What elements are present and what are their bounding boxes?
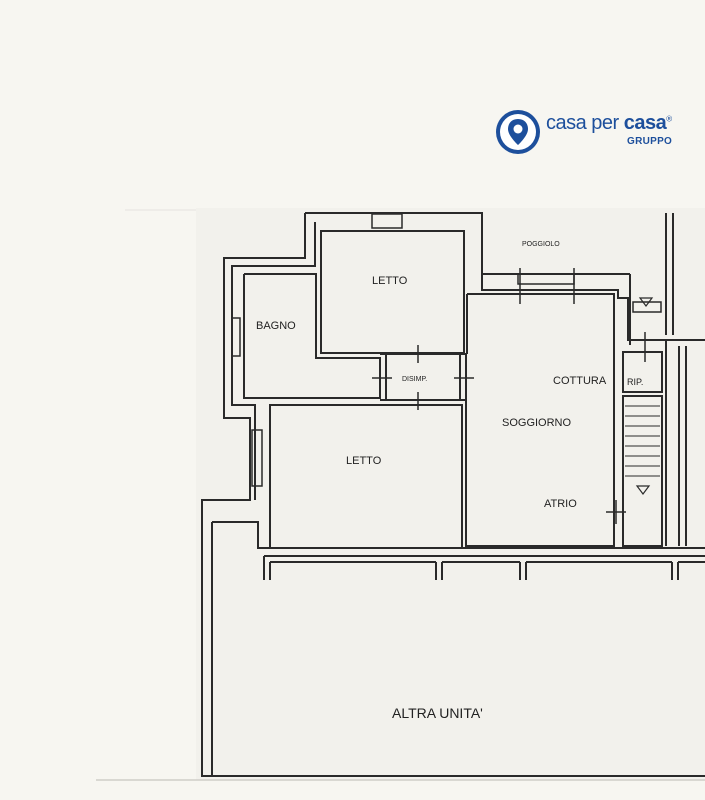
logo-brand-prefix: casa per xyxy=(546,112,619,134)
room-label-ripostiglio: RIP. xyxy=(627,377,643,387)
logo-brand-text: casa per casa® xyxy=(546,112,672,135)
room-label-cottura: COTTURA xyxy=(553,375,607,387)
room-label-soggiorno: SOGGIORNO xyxy=(502,417,572,429)
room-label-altra-unita: ALTRA UNITA' xyxy=(392,705,483,721)
room-label-disimpegno: DISIMP. xyxy=(402,376,427,383)
stair-arrow-icon xyxy=(638,297,654,307)
room-label-poggiolo: POGGIOLO xyxy=(522,241,560,248)
logo-brand-suffix: casa xyxy=(623,112,667,134)
stair-arrow-icon xyxy=(635,485,651,495)
company-logo: casa per casa® GRUPPO xyxy=(494,106,694,162)
plan-sheet xyxy=(196,208,705,780)
room-label-letto-top: LETTO xyxy=(372,275,408,287)
logo-subtitle: GRUPPO xyxy=(627,136,673,147)
room-label-letto-bottom: LETTO xyxy=(346,455,382,467)
room-label-atrio: ATRIO xyxy=(544,498,577,510)
stair-steps xyxy=(625,405,660,477)
door-ticks xyxy=(372,268,646,524)
walls xyxy=(201,212,705,777)
logo-trademark: ® xyxy=(666,114,672,124)
location-pin-icon xyxy=(496,110,540,154)
room-label-bagno: BAGNO xyxy=(256,320,296,332)
